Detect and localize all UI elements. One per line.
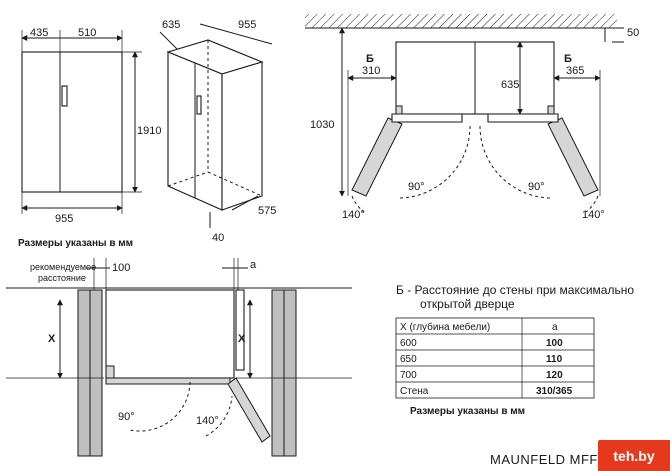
fridge-plan	[105, 289, 235, 379]
front-width-left: 435	[30, 27, 48, 39]
angle-right-90: 90°	[528, 181, 545, 193]
table-cell: 100	[546, 338, 563, 349]
front-width-right: 510	[78, 27, 96, 39]
legend: Б - Расстояние до стены при максимально …	[396, 283, 634, 311]
table-header-a: a	[552, 322, 558, 333]
gap-100: 100	[112, 262, 130, 274]
side-plan: рекомендуемое расстояние 100 a X 90° 140…	[6, 258, 352, 457]
label-b-left: Б	[366, 53, 374, 65]
iso-depth-top: 635	[162, 19, 180, 31]
table-cell: 650	[400, 354, 417, 365]
clearance-top: 50	[627, 27, 639, 39]
fridge-front	[21, 51, 123, 193]
angle-140: 140°	[196, 415, 219, 427]
table-cell: 700	[400, 370, 417, 381]
label-a: a	[250, 259, 257, 271]
model-text: MAUNFELD MFF176W	[490, 452, 634, 467]
table-cell: 120	[546, 370, 563, 381]
arc-left-90	[399, 125, 471, 199]
fridge-door-plan	[105, 377, 231, 385]
door-right-open	[547, 117, 599, 197]
table-cell: 600	[400, 338, 417, 349]
x-right: X	[238, 333, 246, 345]
wall-hatch	[305, 14, 617, 28]
iso-side	[221, 61, 263, 211]
angle-right-140: 140°	[582, 209, 605, 221]
dist-right: 365	[566, 65, 584, 77]
front-total-width: 955	[55, 213, 73, 225]
units-note-bottom: Размеры указаны в мм	[410, 406, 525, 417]
table-header-x: X (глубина мебели)	[400, 321, 490, 333]
iso-base-height: 40	[212, 232, 224, 244]
legend-title-line2: открытой дверце	[420, 297, 515, 311]
recommended-line2: расстояние	[38, 273, 86, 283]
iso-depth-side: 575	[258, 205, 276, 217]
label-b-right: Б	[564, 53, 572, 65]
table-cell: 310/365	[536, 386, 573, 397]
dimension-table: X (глубина мебели) a 600 100 650 110 700…	[395, 317, 595, 399]
site-logo[interactable]: teh.by	[598, 440, 670, 471]
door-left-open	[351, 117, 403, 197]
top-view: 50 Б 310 Б 365 635 1030 90° 90° 14	[305, 14, 639, 221]
front-view: 435 510 1910 955	[21, 27, 161, 225]
x-left: X	[48, 333, 56, 345]
table-cell: Стена	[400, 386, 429, 397]
angle-left-90: 90°	[408, 181, 425, 193]
iso-view: 635 955 575 40	[159, 19, 276, 244]
recommended-line1: рекомендуемое	[30, 262, 96, 272]
iso-width-top: 955	[238, 19, 256, 31]
table-cell: 110	[546, 354, 563, 365]
cabinet-depth: 635	[501, 79, 519, 91]
front-height: 1910	[137, 125, 161, 137]
units-note-top: Размеры указаны в мм	[18, 238, 133, 249]
angle-left-140: 140°	[342, 209, 365, 221]
arc-right-90	[479, 125, 551, 199]
total-depth: 1030	[310, 119, 334, 131]
angle-90: 90°	[118, 411, 135, 423]
door-plan-open	[227, 377, 271, 443]
legend-title-line1: Б - Расстояние до стены при максимально	[396, 283, 634, 297]
door-handle	[61, 85, 68, 107]
dist-left: 310	[362, 65, 380, 77]
